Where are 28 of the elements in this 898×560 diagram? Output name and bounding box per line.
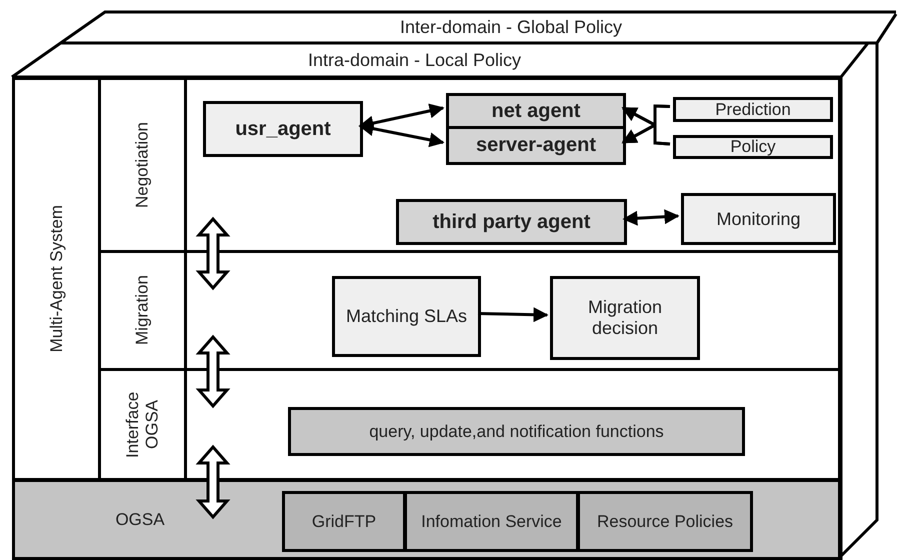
process-box: query, update,and notification functions (288, 407, 745, 456)
process-box: Policy (673, 135, 833, 159)
arrow (622, 209, 680, 226)
double-block-arrow (196, 444, 230, 520)
process-box: Resource Policies (577, 491, 753, 552)
process-box: Prediction (673, 97, 833, 122)
process-box: Matching SLAs (332, 276, 481, 357)
layer-label: Inter-domain - Global Policy (400, 17, 622, 38)
layer-row (98, 77, 841, 253)
layer-label: Intra-domain - Local Policy (308, 50, 522, 70)
arrow (478, 307, 548, 322)
arrow (622, 122, 670, 146)
process-box: Monitoring (681, 193, 836, 245)
process-box: GridFTP (282, 491, 406, 552)
column-label: Multi-Agent System (46, 205, 66, 353)
process-box: usr_agent (203, 101, 363, 157)
double-block-arrow (196, 334, 230, 408)
double-block-arrow (196, 216, 230, 290)
process-box: net agent (446, 93, 626, 129)
layer-row (12, 479, 841, 560)
process-box: third party agent (396, 199, 627, 245)
layer-row (98, 368, 841, 481)
system-column (12, 77, 101, 481)
process-box: Migration decision (550, 276, 700, 360)
arrow (358, 121, 444, 148)
process-box: Infomation Service (404, 491, 579, 552)
row-label: OGSA (114, 508, 166, 531)
process-box: server-agent (446, 126, 626, 165)
